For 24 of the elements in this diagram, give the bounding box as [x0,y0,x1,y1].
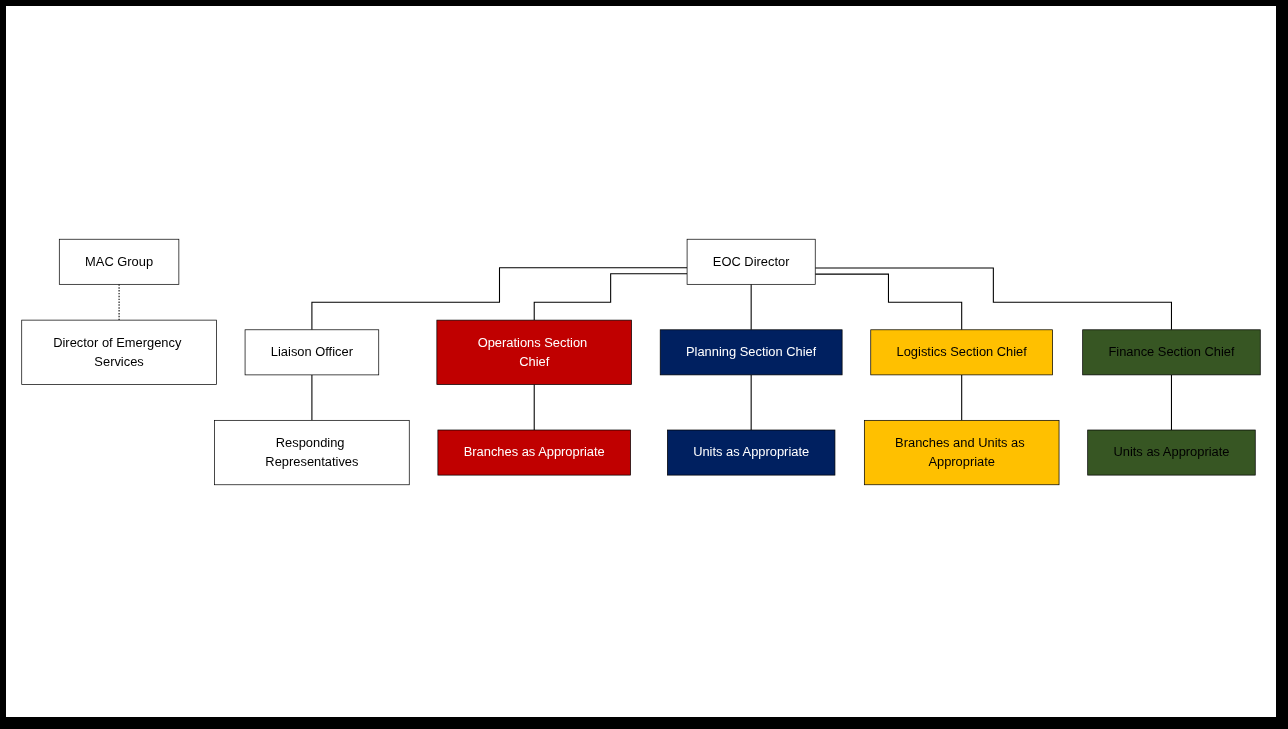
connector [533,383,535,431]
node-box: Logistics Section Chief [870,328,1053,375]
connector [750,283,752,330]
connector [961,373,963,421]
connector [533,272,688,321]
node-box: Branches as Appropriate [437,429,631,475]
node-box: MAC Group [58,238,180,285]
connector [814,266,1172,330]
connector [750,373,752,431]
node-box: EOC Director [686,238,816,285]
connector [311,373,313,421]
connector [118,283,120,321]
connector [814,273,963,330]
node-box: Branches and Units as Appropriate [864,419,1060,485]
node-box: Units as Appropriate [667,429,836,475]
node-box: Units as Appropriate [1087,429,1256,475]
node-box: Responding Representatives [214,419,410,485]
node-box: Planning Section Chief [659,328,843,375]
node-box: Operations Section Chief [436,319,632,385]
node-box: Liaison Officer [244,328,380,375]
node-box: Director of Emergency Services [21,319,217,385]
connector [1170,373,1172,431]
node-box: Finance Section Chief [1082,328,1261,375]
connector [311,266,688,330]
